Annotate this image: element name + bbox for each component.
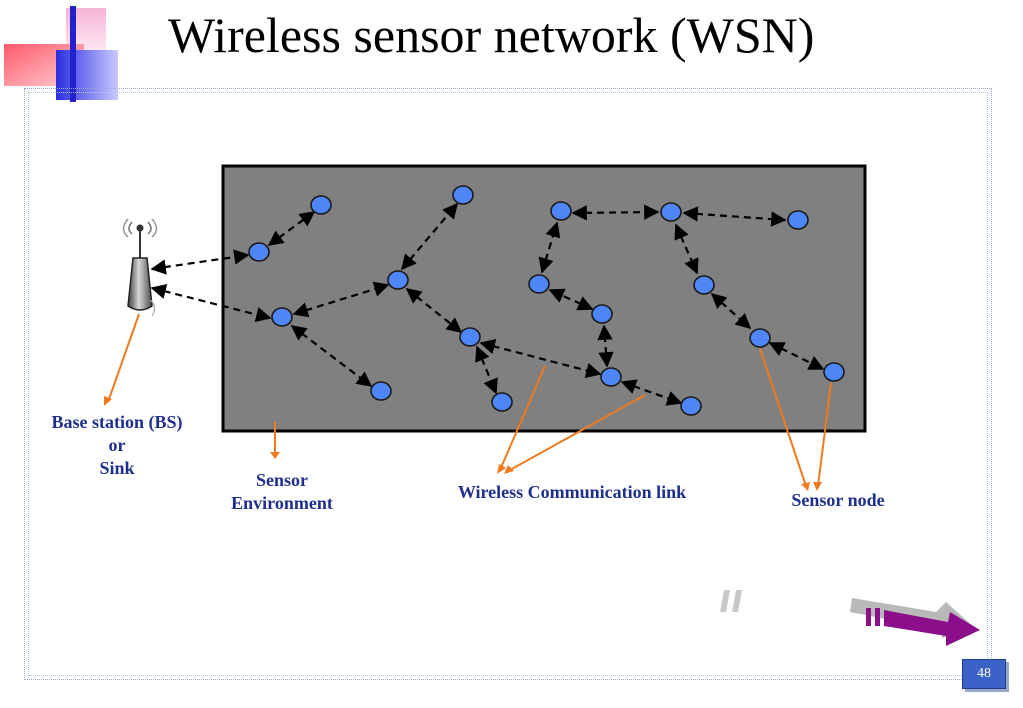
content-frame-inner (28, 92, 988, 676)
sensor-node (680, 396, 702, 416)
link-n-o (682, 206, 787, 227)
callout-node-1 (759, 348, 807, 487)
link-a-b (267, 211, 316, 246)
callout-base-station (107, 313, 140, 403)
link-i-k (597, 324, 614, 368)
callout-link-1-head (497, 464, 506, 474)
link-bs-1 (150, 249, 250, 275)
sensor-node (459, 327, 481, 347)
base-station-label-line3: Sink (99, 458, 135, 478)
link-i-j (620, 379, 683, 406)
callout-link-2 (509, 394, 646, 471)
link-p-q (710, 292, 752, 330)
callout-node-2-head (813, 482, 822, 491)
base-station-label-line2: or (108, 435, 126, 455)
sensor-node (823, 362, 845, 382)
callout-node-1-head (801, 482, 810, 491)
sensor-node (787, 210, 809, 230)
link-c-e (290, 325, 373, 387)
link-k-l (548, 288, 594, 311)
link-q-r (768, 342, 825, 370)
callout-environment-head (270, 452, 280, 459)
sensor-node (491, 392, 513, 412)
sensor-node-label: Sensor node (791, 490, 885, 510)
link-d-f (401, 202, 458, 271)
page-number: 48 (962, 659, 1006, 689)
sensor-environment-label-line2: Environment (231, 493, 333, 513)
sensor-node (528, 274, 550, 294)
callout-link-1 (499, 365, 546, 471)
link-l-m (538, 221, 561, 274)
sensor-node (271, 307, 293, 327)
communication-links (150, 202, 825, 406)
sensor-node (660, 202, 682, 222)
callout-node-2 (817, 382, 832, 487)
slide-title: Wireless sensor network (WSN) (168, 7, 815, 63)
callout-link-2-head (504, 465, 514, 474)
sensor-node (452, 185, 474, 205)
sensor-node (248, 242, 270, 262)
sensor-node (749, 328, 771, 348)
sensor-environment-label: Sensor Environment (200, 469, 364, 515)
communication-link-label: Wireless Communication link (457, 482, 687, 502)
sensor-nodes (248, 185, 845, 416)
link-g-i (479, 339, 602, 378)
link-n-p (674, 223, 699, 275)
sensor-environment-label-line1: Sensor (255, 470, 308, 490)
sensor-node (387, 270, 409, 290)
antenna-tower-icon (122, 218, 158, 317)
sensor-node (370, 381, 392, 401)
sensor-node (310, 195, 332, 215)
content-frame (24, 88, 992, 680)
callout-lines (107, 313, 832, 487)
link-c-d (292, 281, 390, 318)
base-station-label-line1: Base station (BS) (51, 412, 183, 432)
base-station-label: Base station (BS) or Sink (18, 411, 216, 480)
sensor-node (550, 201, 572, 221)
link-m-n (571, 204, 660, 221)
sensor-node (600, 367, 622, 387)
callout-base-station-head (104, 396, 112, 406)
sensor-node (693, 275, 715, 295)
sensor-node (591, 304, 613, 324)
slide-logo (4, 6, 118, 102)
next-slide-arrow-icon (720, 590, 980, 646)
link-bs-2 (150, 283, 272, 323)
